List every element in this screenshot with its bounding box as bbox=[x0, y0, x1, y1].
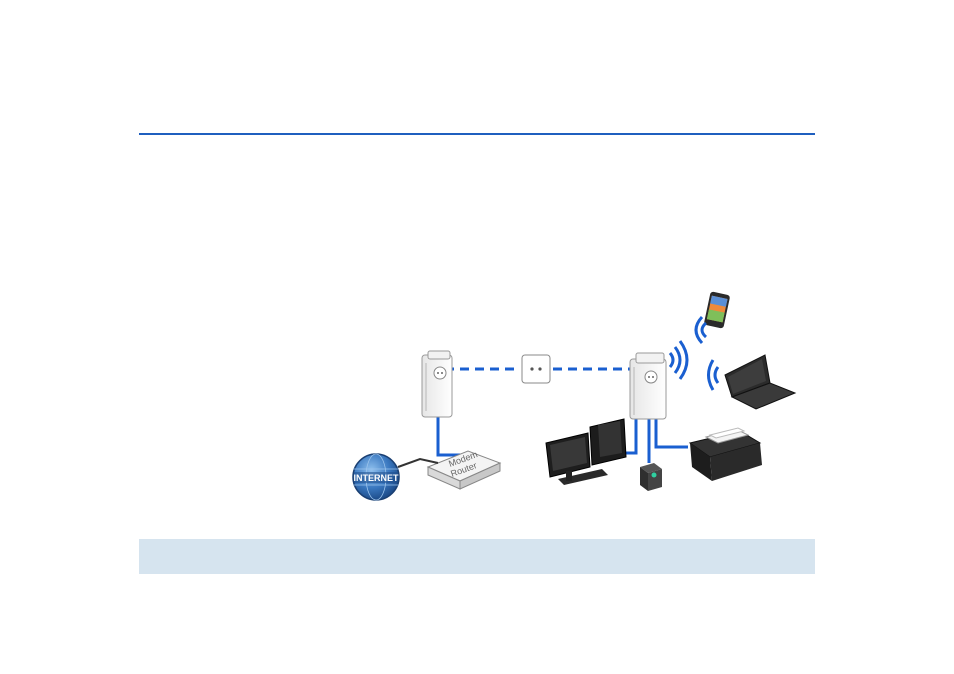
printer bbox=[688, 427, 762, 481]
wifi-waves-smartphone bbox=[694, 315, 708, 345]
wifi-waves-adapter bbox=[668, 340, 689, 380]
wall-socket bbox=[521, 354, 551, 384]
powerline-adapter-right bbox=[629, 352, 667, 420]
desktop-computer bbox=[545, 418, 627, 485]
ethernet-cable-router bbox=[436, 415, 462, 457]
laptop bbox=[724, 354, 797, 410]
internet-cable bbox=[397, 457, 439, 468]
smartphone bbox=[704, 291, 730, 329]
internet-globe-icon: INTERNET bbox=[352, 453, 400, 501]
network-storage bbox=[640, 463, 662, 491]
wifi-waves-laptop bbox=[707, 359, 720, 391]
powerline-adapter-left bbox=[421, 350, 453, 418]
footer-bar bbox=[139, 539, 815, 574]
network-diagram: Modem Router INTERNET bbox=[340, 285, 810, 510]
internet-label: INTERNET bbox=[354, 473, 400, 483]
header-rule bbox=[139, 133, 815, 135]
modem-router: Modem Router bbox=[426, 449, 502, 490]
